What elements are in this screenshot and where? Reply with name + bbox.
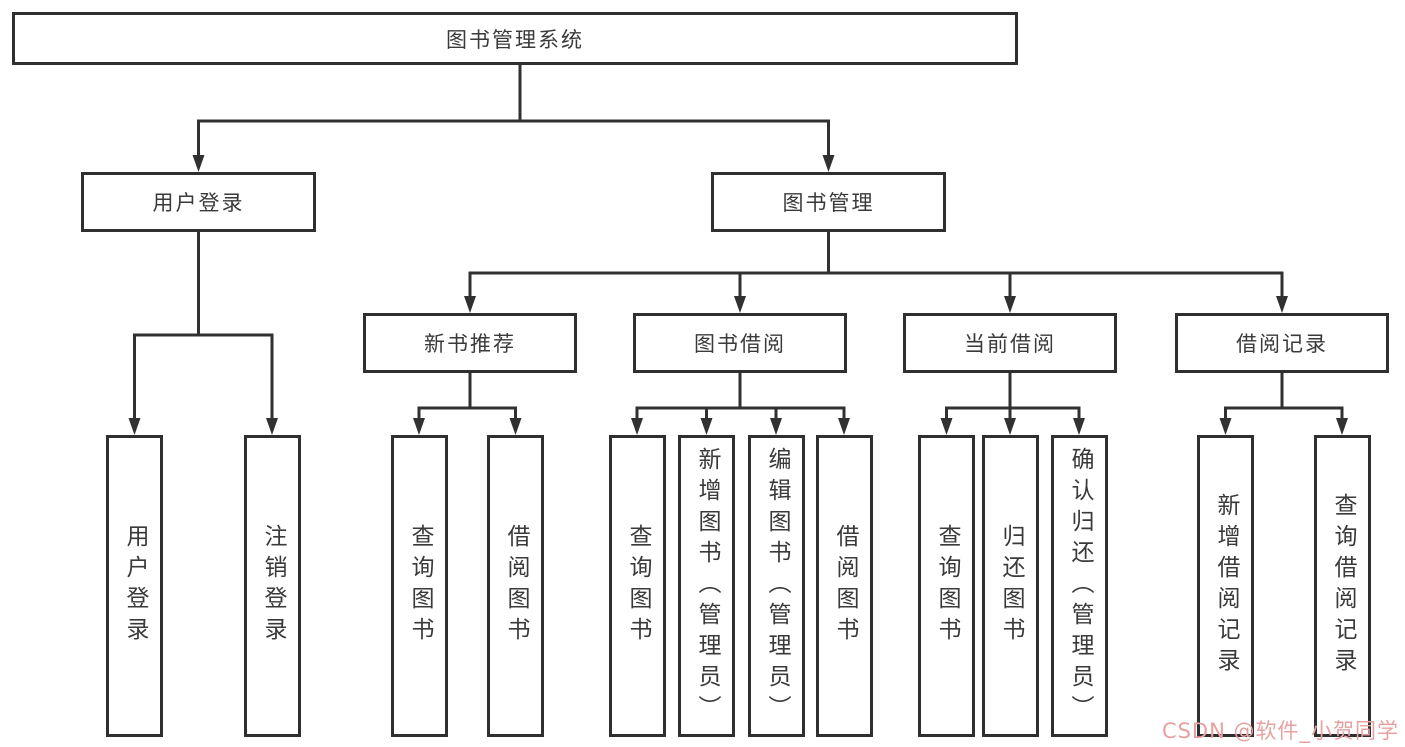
node-library-system-label: 图书管理系统 — [446, 27, 584, 52]
node-new-book-recommend-label: 新书推荐 — [424, 332, 516, 356]
node-book-management-label: 图书管理 — [782, 191, 875, 215]
csdn-watermark: CSDN @软件_小贺同学 — [1161, 719, 1399, 743]
leaf-confirm-return-admin: 确认归还（管理员） — [1051, 435, 1108, 737]
leaf-return-books-label: 归还图书 — [998, 524, 1024, 648]
node-library-system: 图书管理系统 — [12, 12, 1018, 65]
node-new-book-recommend: 新书推荐 — [363, 313, 577, 373]
leaf-newbooks-borrow-books: 借阅图书 — [487, 435, 544, 737]
node-book-borrowing: 图书借阅 — [633, 313, 847, 373]
leaf-add-borrow-record-label: 新增借阅记录 — [1213, 493, 1239, 679]
node-book-management: 图书管理 — [711, 172, 946, 232]
leaf-query-borrow-record: 查询借阅记录 — [1314, 435, 1371, 737]
leaf-borrowing-borrow-books-label: 借阅图书 — [832, 524, 858, 648]
leaf-user-login-label: 用户登录 — [122, 524, 148, 648]
leaf-add-borrow-record: 新增借阅记录 — [1197, 435, 1254, 737]
node-current-borrowing: 当前借阅 — [903, 313, 1117, 373]
leaf-current-query-books: 查询图书 — [918, 435, 975, 737]
node-book-borrowing-label: 图书借阅 — [694, 332, 786, 356]
leaf-query-borrow-record-label: 查询借阅记录 — [1330, 493, 1356, 679]
leaf-add-books-admin-label: 新增图书（管理员） — [694, 446, 720, 726]
node-borrowing-records: 借阅记录 — [1175, 313, 1389, 373]
leaf-return-books: 归还图书 — [982, 435, 1039, 737]
leaf-logout: 注销登录 — [244, 435, 301, 737]
node-user-login: 用户登录 — [81, 172, 316, 232]
leaf-add-books-admin: 新增图书（管理员） — [678, 435, 735, 737]
leaf-borrowing-borrow-books: 借阅图书 — [816, 435, 873, 737]
leaf-borrowing-query-books: 查询图书 — [609, 435, 666, 737]
leaf-user-login: 用户登录 — [106, 435, 163, 737]
leaf-edit-books-admin-label: 编辑图书（管理员） — [764, 446, 790, 726]
leaf-edit-books-admin: 编辑图书（管理员） — [748, 435, 805, 737]
leaf-newbooks-borrow-books-label: 借阅图书 — [503, 524, 529, 648]
leaf-logout-label: 注销登录 — [260, 524, 286, 648]
leaf-current-query-books-label: 查询图书 — [934, 524, 960, 648]
leaf-newbooks-query-books: 查询图书 — [391, 435, 448, 737]
node-current-borrowing-label: 当前借阅 — [964, 332, 1056, 356]
leaf-newbooks-query-books-label: 查询图书 — [407, 524, 433, 648]
node-borrowing-records-label: 借阅记录 — [1236, 332, 1328, 356]
leaf-borrowing-query-books-label: 查询图书 — [625, 524, 651, 648]
leaf-confirm-return-admin-label: 确认归还（管理员） — [1067, 446, 1093, 726]
node-user-login-label: 用户登录 — [152, 191, 245, 215]
